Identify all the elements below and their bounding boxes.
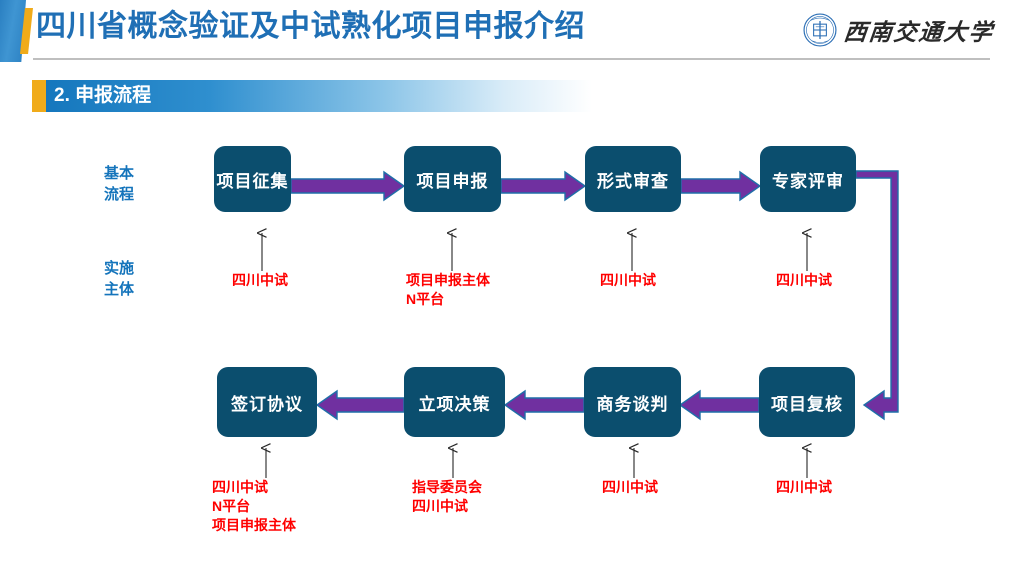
note-expert-review: 四川中试 — [776, 272, 832, 288]
flow-arrow-n6-n7 — [503, 389, 585, 421]
note-project-application: 项目申报主体 N平台 — [406, 272, 490, 307]
university-seal-icon — [803, 13, 837, 47]
process-node-project-decision[interactable]: 立项决策 — [404, 367, 505, 437]
process-node-project-recheck[interactable]: 项目复核 — [759, 367, 855, 437]
note-project-collection: 四川中试 — [232, 272, 288, 288]
note-business-negotiation: 四川中试 — [602, 479, 658, 495]
row-label-basic-process: 基本 流程 — [104, 165, 135, 203]
slide-header: 四川省概念验证及中试熟化项目申报介绍 西南交通大学 — [0, 0, 1020, 62]
note-formal-review: 四川中试 — [600, 272, 656, 288]
university-logo: 西南交通大学 — [803, 9, 995, 51]
flow-arrow-n5-n6 — [678, 389, 760, 421]
section-title-label: 2. 申报流程 — [54, 85, 152, 106]
row-label-implementing-body: 实施 主体 — [104, 260, 135, 298]
flow-arrow-n2-n3 — [500, 170, 587, 202]
flow-arrow-n3-n4 — [680, 170, 762, 202]
section-gradient-fill — [46, 80, 592, 112]
process-node-business-negotiation[interactable]: 商务谈判 — [584, 367, 681, 437]
header-divider — [33, 58, 990, 60]
section-accent-block — [32, 80, 46, 112]
note-project-decision: 指导委员会 四川中试 — [412, 479, 482, 514]
note-project-recheck: 四川中试 — [776, 479, 832, 495]
process-node-project-application[interactable]: 项目申报 — [404, 146, 501, 212]
page-title: 四川省概念验证及中试熟化项目申报介绍 — [36, 10, 585, 43]
process-node-formal-review[interactable]: 形式审查 — [585, 146, 681, 212]
flow-arrow-n1-n2 — [290, 170, 406, 202]
process-node-project-collection[interactable]: 项目征集 — [214, 146, 291, 212]
process-node-sign-agreement[interactable]: 签订协议 — [217, 367, 317, 437]
flow-arrow-n4-n5-wrap — [855, 170, 899, 421]
section-title-bar: 2. 申报流程 — [32, 80, 592, 112]
process-node-expert-review[interactable]: 专家评审 — [760, 146, 856, 212]
note-sign-agreement: 四川中试 N平台 项目申报主体 — [212, 479, 296, 533]
flow-arrow-n7-n8 — [315, 389, 405, 421]
